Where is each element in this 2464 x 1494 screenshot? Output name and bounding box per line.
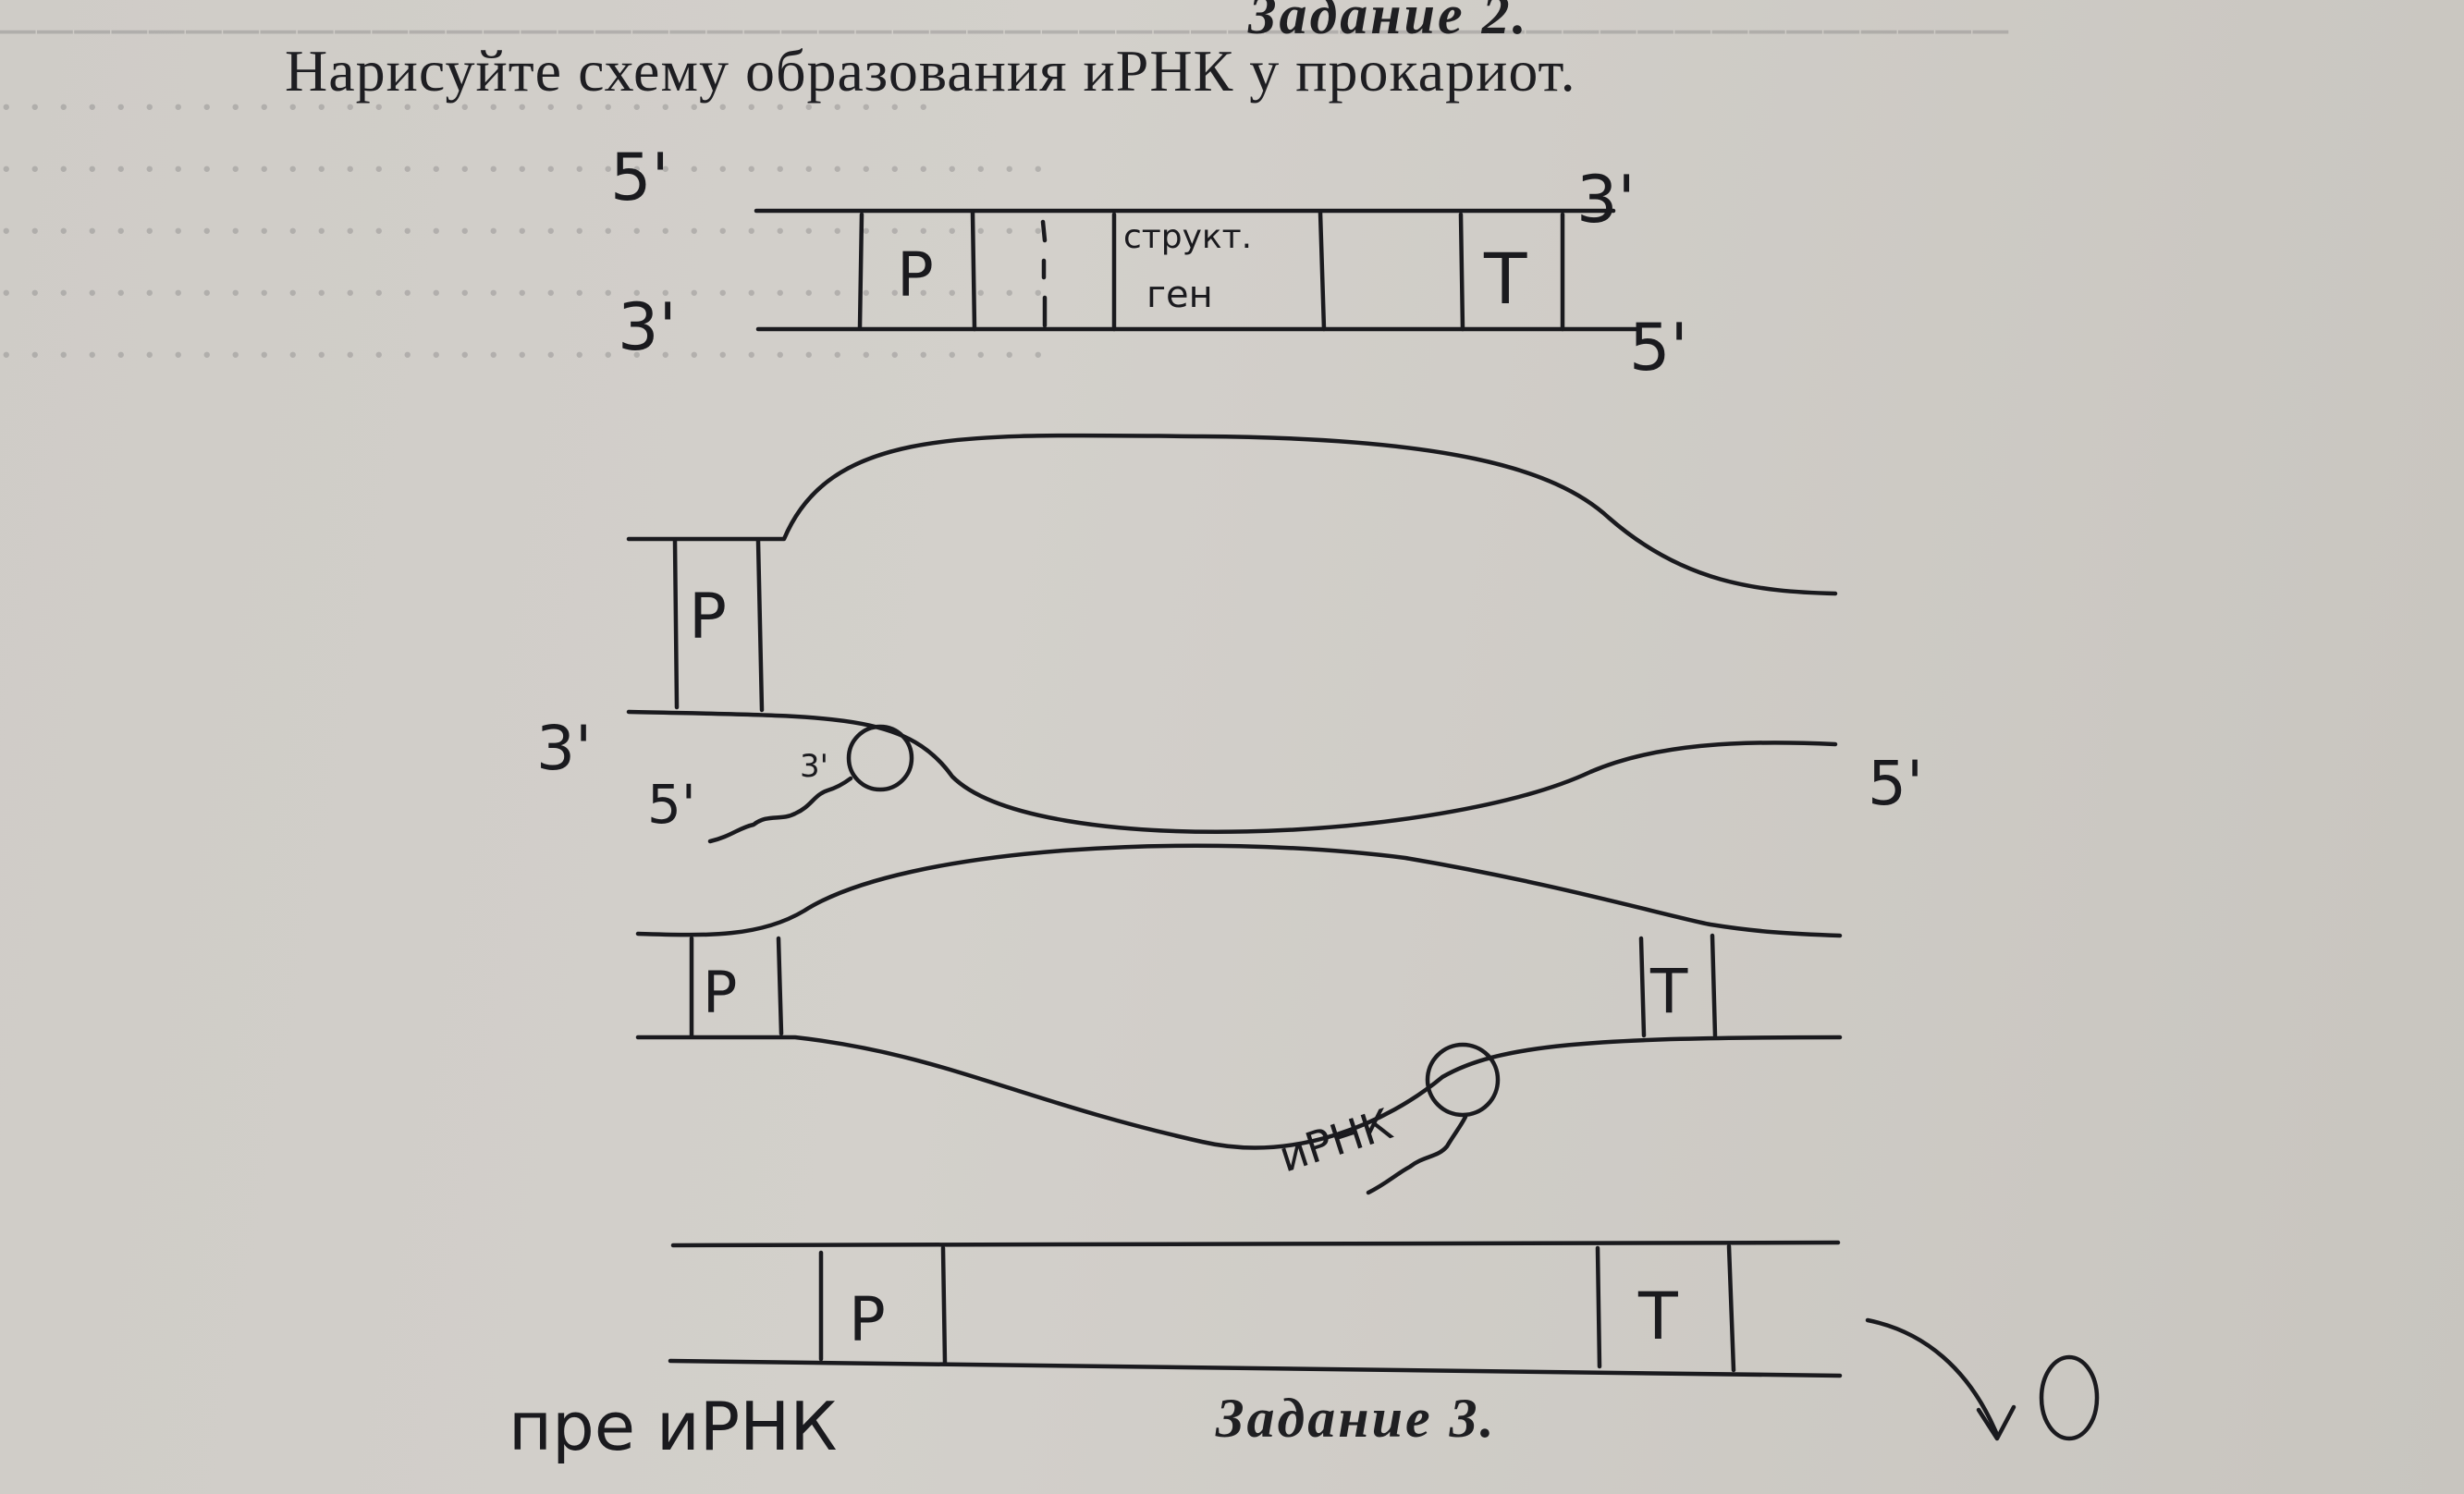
dna-top-strand-2 [635, 843, 1843, 938]
label-5prime: 5' [1629, 310, 1688, 386]
initiation-diagram [626, 433, 1838, 844]
rna-squiggle-2 [1366, 1114, 1468, 1195]
terminator-bar-right [1710, 933, 1718, 1038]
promoter-bar-right [776, 936, 784, 1036]
rna-squiggle [707, 776, 853, 844]
promoter-right [755, 538, 765, 713]
elongation-diagram [635, 843, 1843, 1195]
terminator-label: T [1649, 956, 1688, 1027]
released-polymerase [2039, 1354, 2100, 1441]
bubble-top-strand [626, 433, 1838, 596]
instruction-text: Нарисуйте схему образования иРНК у прока… [285, 38, 1576, 104]
terminator-bar-left [1595, 1245, 1602, 1369]
label-5prime: 5' [1868, 748, 1923, 819]
task2-heading: Задание 2. [1248, 0, 1529, 45]
promoter-label: P [703, 959, 737, 1026]
promoter-label: P [689, 581, 727, 654]
divider [857, 212, 864, 330]
structural-gene-label: ген [1146, 274, 1213, 316]
gene-diagram [754, 208, 1639, 332]
rna-polymerase-circle [846, 724, 914, 792]
terminator-label: T [1637, 1279, 1678, 1354]
mrna-label: иРНК [1273, 1099, 1398, 1182]
label-5prime: 5' [610, 140, 669, 215]
dashed-divider [1040, 219, 1048, 328]
bubble-bottom-strand [626, 709, 1838, 834]
rna-polymerase-circle-2 [1425, 1042, 1501, 1118]
terminator-bar-left [1638, 936, 1647, 1038]
structural-gene-label: структ. [1123, 218, 1252, 256]
terminator-bar-right [1726, 1243, 1736, 1373]
promoter-label: P [897, 239, 934, 311]
termination-diagram [668, 1240, 2100, 1441]
divider [970, 210, 977, 332]
dna-bottom-strand-3 [668, 1358, 1843, 1378]
task3-heading: Задание 3. [1216, 1388, 1497, 1449]
dna-top-strand-3 [670, 1240, 1841, 1248]
terminator-label: T [1483, 238, 1527, 320]
promoter-bar-right [940, 1245, 948, 1366]
divider [1318, 210, 1327, 332]
promoter-left [672, 538, 680, 710]
label-5prime: 5' [647, 773, 696, 836]
dna-bottom-strand-2 [635, 1035, 1843, 1150]
release-arrow [1865, 1317, 2000, 1438]
pre-mrna-label: пре иРНК [509, 1388, 837, 1465]
label-3prime: 3' [536, 713, 592, 784]
divider [1458, 212, 1465, 332]
promoter-label: P [849, 1284, 886, 1355]
label-3prime: 3' [1576, 162, 1636, 238]
label-3prime: 3' [618, 289, 677, 365]
release-arrowhead [1976, 1404, 2017, 1441]
rna-3prime-label: 3' [800, 748, 828, 785]
